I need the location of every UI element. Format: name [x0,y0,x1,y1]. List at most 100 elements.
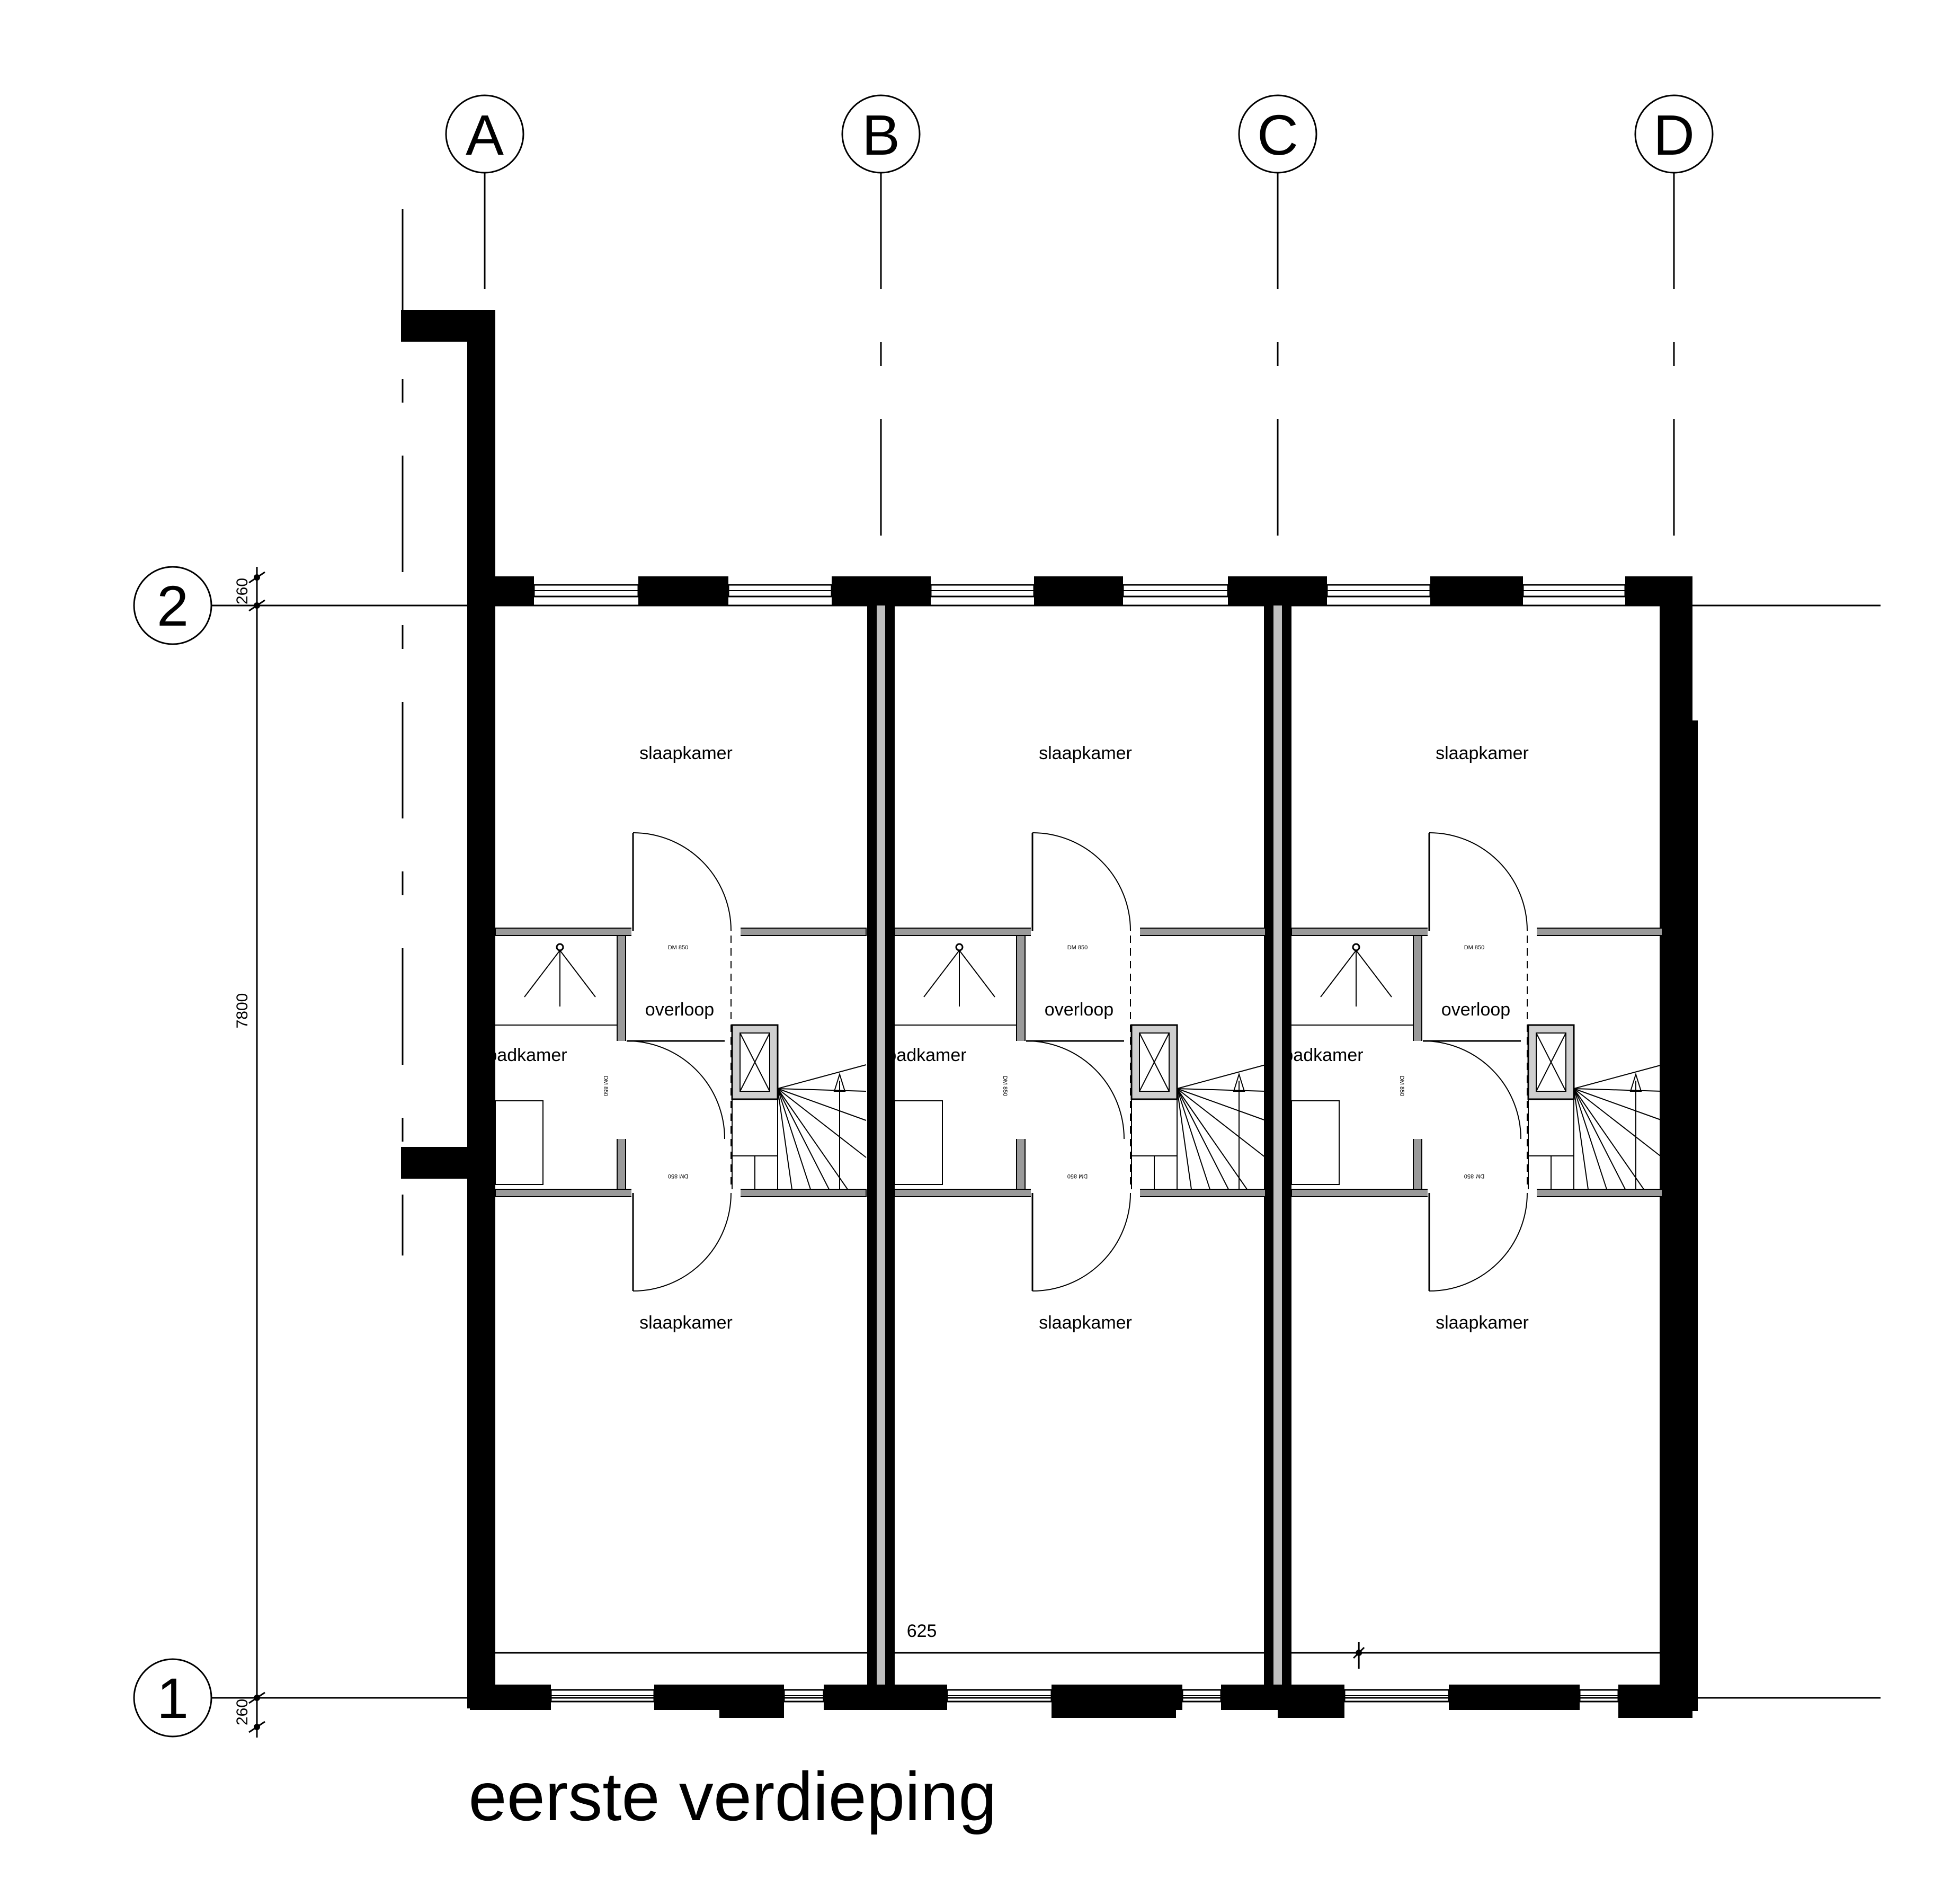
labels: slaapkamer slaapkamer overloop badkamer DM 8… [468,743,1529,1835]
door-tag-south: DM 850 [1067,1173,1088,1179]
door-swing [1026,1040,1125,1139]
facade-pier-north [470,576,534,605]
facade-pier-south [1618,1685,1692,1718]
stair-tread [777,1088,867,1092]
shaft-cross [1139,1032,1170,1092]
horizontal-dimension-node [1356,1650,1362,1656]
grid-bubble-1 [133,1658,212,1738]
facade-pier-south [1221,1685,1278,1710]
room-label-south: slaapkamer [639,1313,733,1333]
stair-tread [1177,1088,1266,1121]
stair-tread [1573,1088,1607,1190]
facade-pier-north [832,576,931,605]
stair-tread [777,1088,867,1158]
stair-tread [1573,1088,1663,1121]
door-opening-bath [614,1041,628,1139]
door-swing [632,832,732,931]
door-opening-south [631,1188,741,1198]
stair-tread [1177,1064,1266,1089]
stair-tread [777,1088,848,1190]
washbasin [495,1100,544,1185]
stair-tread [1177,1088,1266,1092]
door-swing [632,1192,732,1292]
shower-head [1352,943,1360,951]
door-opening-north [1031,927,1140,937]
vertical-dimension-node [254,602,260,609]
facade-pier-north [1430,576,1523,605]
door-tag-bath: DM 850 [1398,1076,1405,1097]
party-wall-leaf [867,604,877,1703]
dimension-label-bottom: 260 [234,1699,251,1725]
stair-tread [777,1088,867,1121]
dwelling-units [495,832,1663,1292]
room-label-hall: overloop [1441,1000,1510,1020]
shower-head [556,943,564,951]
stair-tread [1573,1088,1644,1190]
stair-arrow-icon [1629,1072,1642,1092]
walls [401,310,1698,1718]
room-label-south: slaapkamer [1436,1313,1529,1333]
drawing-title: eerste verdieping [468,1758,996,1835]
dimension-label-h: 625 [907,1621,937,1641]
outer-wall-west [467,310,495,1708]
stair-tread [777,1088,792,1190]
stair-tread [777,1088,830,1190]
stair-arrow-icon [833,1072,846,1092]
door-swing [1032,1192,1131,1292]
party-wall-cavity [1273,604,1282,1703]
room-label-north: slaapkamer [1436,743,1529,763]
outer-wall-east-thickening [1682,720,1698,1711]
door-swing [626,1040,725,1139]
stair-tread [1177,1088,1266,1158]
shower-line [1356,950,1392,998]
door-tag-north: DM 850 [1464,945,1485,951]
door-tag-bath: DM 850 [1002,1076,1008,1097]
door-tag-bath: DM 850 [602,1076,609,1097]
door-opening-north [631,927,741,937]
door-swing [1422,1040,1521,1139]
stair-tread [777,1064,867,1089]
vertical-dimension-node [254,1695,260,1701]
vertical-dimension-node [254,574,260,581]
room-label-bath: badkamer [487,1045,567,1065]
room-label-south: slaapkamer [1039,1313,1132,1333]
door-opening-north [1428,927,1537,937]
party-wall-leaf [1282,604,1291,1703]
facade-pier-south [1278,1685,1344,1718]
shaft-cross [740,1032,770,1092]
dwelling-unit-1 [495,832,867,1292]
grid-label-1: 1 [157,1666,189,1730]
facade-pier-south [470,1685,551,1710]
stair-tread [1573,1088,1626,1190]
facade-pier-south [881,1685,947,1710]
party-wall-leaf [1264,604,1273,1703]
shower-line [524,950,560,998]
shower-head [955,943,964,951]
dwelling-unit-2 [894,832,1266,1292]
shower-line [923,950,960,998]
room-label-hall: overloop [645,1000,714,1020]
shower-line [1320,950,1357,998]
vertical-dimension-node [254,1724,260,1730]
dimension-label-top: 260 [234,578,251,604]
stair-tread [1177,1088,1248,1190]
party-wall-leaf [885,604,895,1703]
shaft-cross [1536,1032,1566,1092]
door-swing [1429,832,1528,931]
stair-tread [1573,1088,1589,1190]
door-swing [1032,832,1131,931]
facade-pier-south [824,1685,881,1710]
stair-tread [1573,1064,1663,1089]
stair-tread [1573,1088,1663,1092]
shower-line [559,950,596,998]
door-tag-south: DM 850 [668,1173,689,1179]
grid-label-C: C [1257,103,1298,167]
facade-pier-south [1115,1685,1182,1710]
door-opening-bath [1411,1041,1424,1139]
room-label-north: slaapkamer [639,743,733,763]
room-label-bath: badkamer [1283,1045,1363,1065]
facade-pier-north [1228,576,1327,605]
room-label-north: slaapkamer [1039,743,1132,763]
door-opening-bath [1014,1041,1028,1139]
wall-return-mid [401,1147,495,1179]
